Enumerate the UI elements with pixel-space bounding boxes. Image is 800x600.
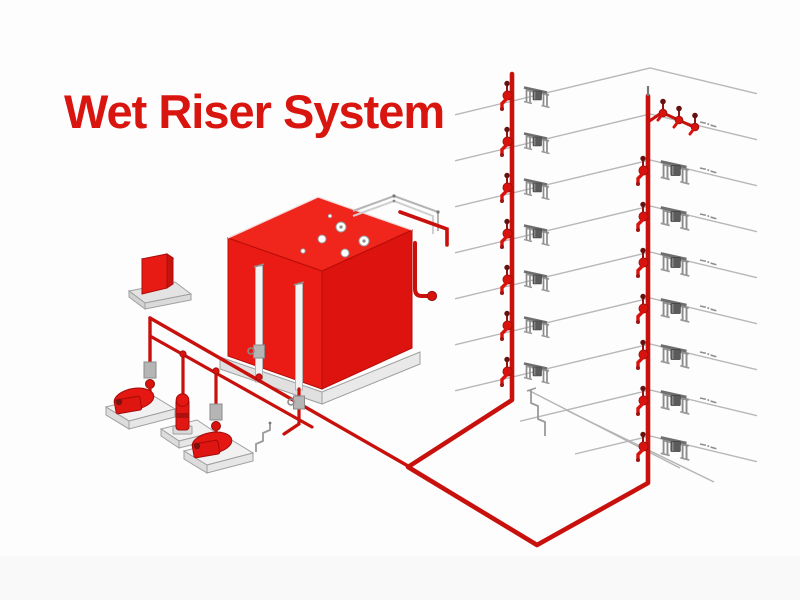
- drain-pipe: [530, 390, 546, 436]
- landing-valve: [500, 356, 514, 387]
- tank-overflow-pipe: [398, 210, 449, 302]
- landing-valve: [636, 385, 650, 416]
- landing-valve: [636, 431, 650, 462]
- discharge-header-pipe: [148, 316, 410, 468]
- gate-valve: [247, 344, 265, 359]
- landing-valve: [636, 339, 650, 370]
- suction-header-pipe: [148, 334, 314, 429]
- roof-valve: [656, 98, 668, 122]
- roof-valve: [688, 112, 700, 136]
- floor-end-mark: [699, 167, 717, 174]
- landing-valve: [500, 172, 514, 203]
- floor-end-mark: [699, 213, 717, 220]
- diagram-title: Wet Riser System: [64, 85, 445, 138]
- gate-valve: [287, 395, 305, 410]
- background-band: [0, 556, 800, 600]
- landing-valve: [500, 126, 514, 157]
- landing-valve: [636, 293, 650, 324]
- floor-end-mark: [699, 121, 717, 128]
- hose-reel-cabinet: [523, 270, 550, 293]
- check-valve-stack: [143, 361, 157, 397]
- floor-slab-lines: [454, 67, 758, 463]
- water-tank: [219, 196, 421, 405]
- landing-valve: [500, 310, 514, 341]
- landing-valve: [500, 80, 514, 111]
- fire-pump-control-panel: [127, 253, 193, 310]
- hose-reel-cabinet: [660, 436, 690, 461]
- landing-valve: [500, 264, 514, 295]
- floor-end-mark: [699, 351, 717, 358]
- hose-reel-cabinet: [660, 252, 690, 277]
- hose-reel-cabinet: [523, 132, 550, 155]
- landing-valve: [636, 247, 650, 278]
- hose-reel-cabinet: [523, 86, 550, 109]
- hose-reel-cabinet: [523, 178, 550, 201]
- hose-reel-cabinet: [523, 362, 550, 385]
- hose-reel-cabinet: [660, 206, 690, 231]
- hose-reel-cabinet: [660, 298, 690, 323]
- main-fire-pump-2: [182, 431, 255, 474]
- hose-reel-cabinet: [523, 224, 550, 247]
- hose-reel-cabinet: [660, 390, 690, 415]
- hose-reel-cabinet: [660, 160, 690, 185]
- floor-slab-line: [454, 67, 758, 116]
- floor-end-mark: [699, 443, 717, 450]
- riser-fittings: [500, 80, 690, 462]
- tank-top-fittings: [300, 213, 370, 258]
- floor-end-mark: [699, 259, 717, 266]
- pressure-gauge-tree: [255, 424, 271, 452]
- hose-reel-cabinet: [660, 344, 690, 369]
- landing-valve: [636, 155, 650, 186]
- floor-end-mark: [699, 305, 717, 312]
- hose-reel-cabinet: [523, 316, 550, 339]
- riser-main-pipe: [405, 71, 651, 548]
- landing-valve: [636, 201, 650, 232]
- floor-end-mark: [699, 397, 717, 404]
- main-fire-pump-1: [104, 387, 177, 430]
- roof-valve: [672, 105, 684, 129]
- roof-air-release-valves: [646, 98, 700, 136]
- landing-valve: [500, 218, 514, 249]
